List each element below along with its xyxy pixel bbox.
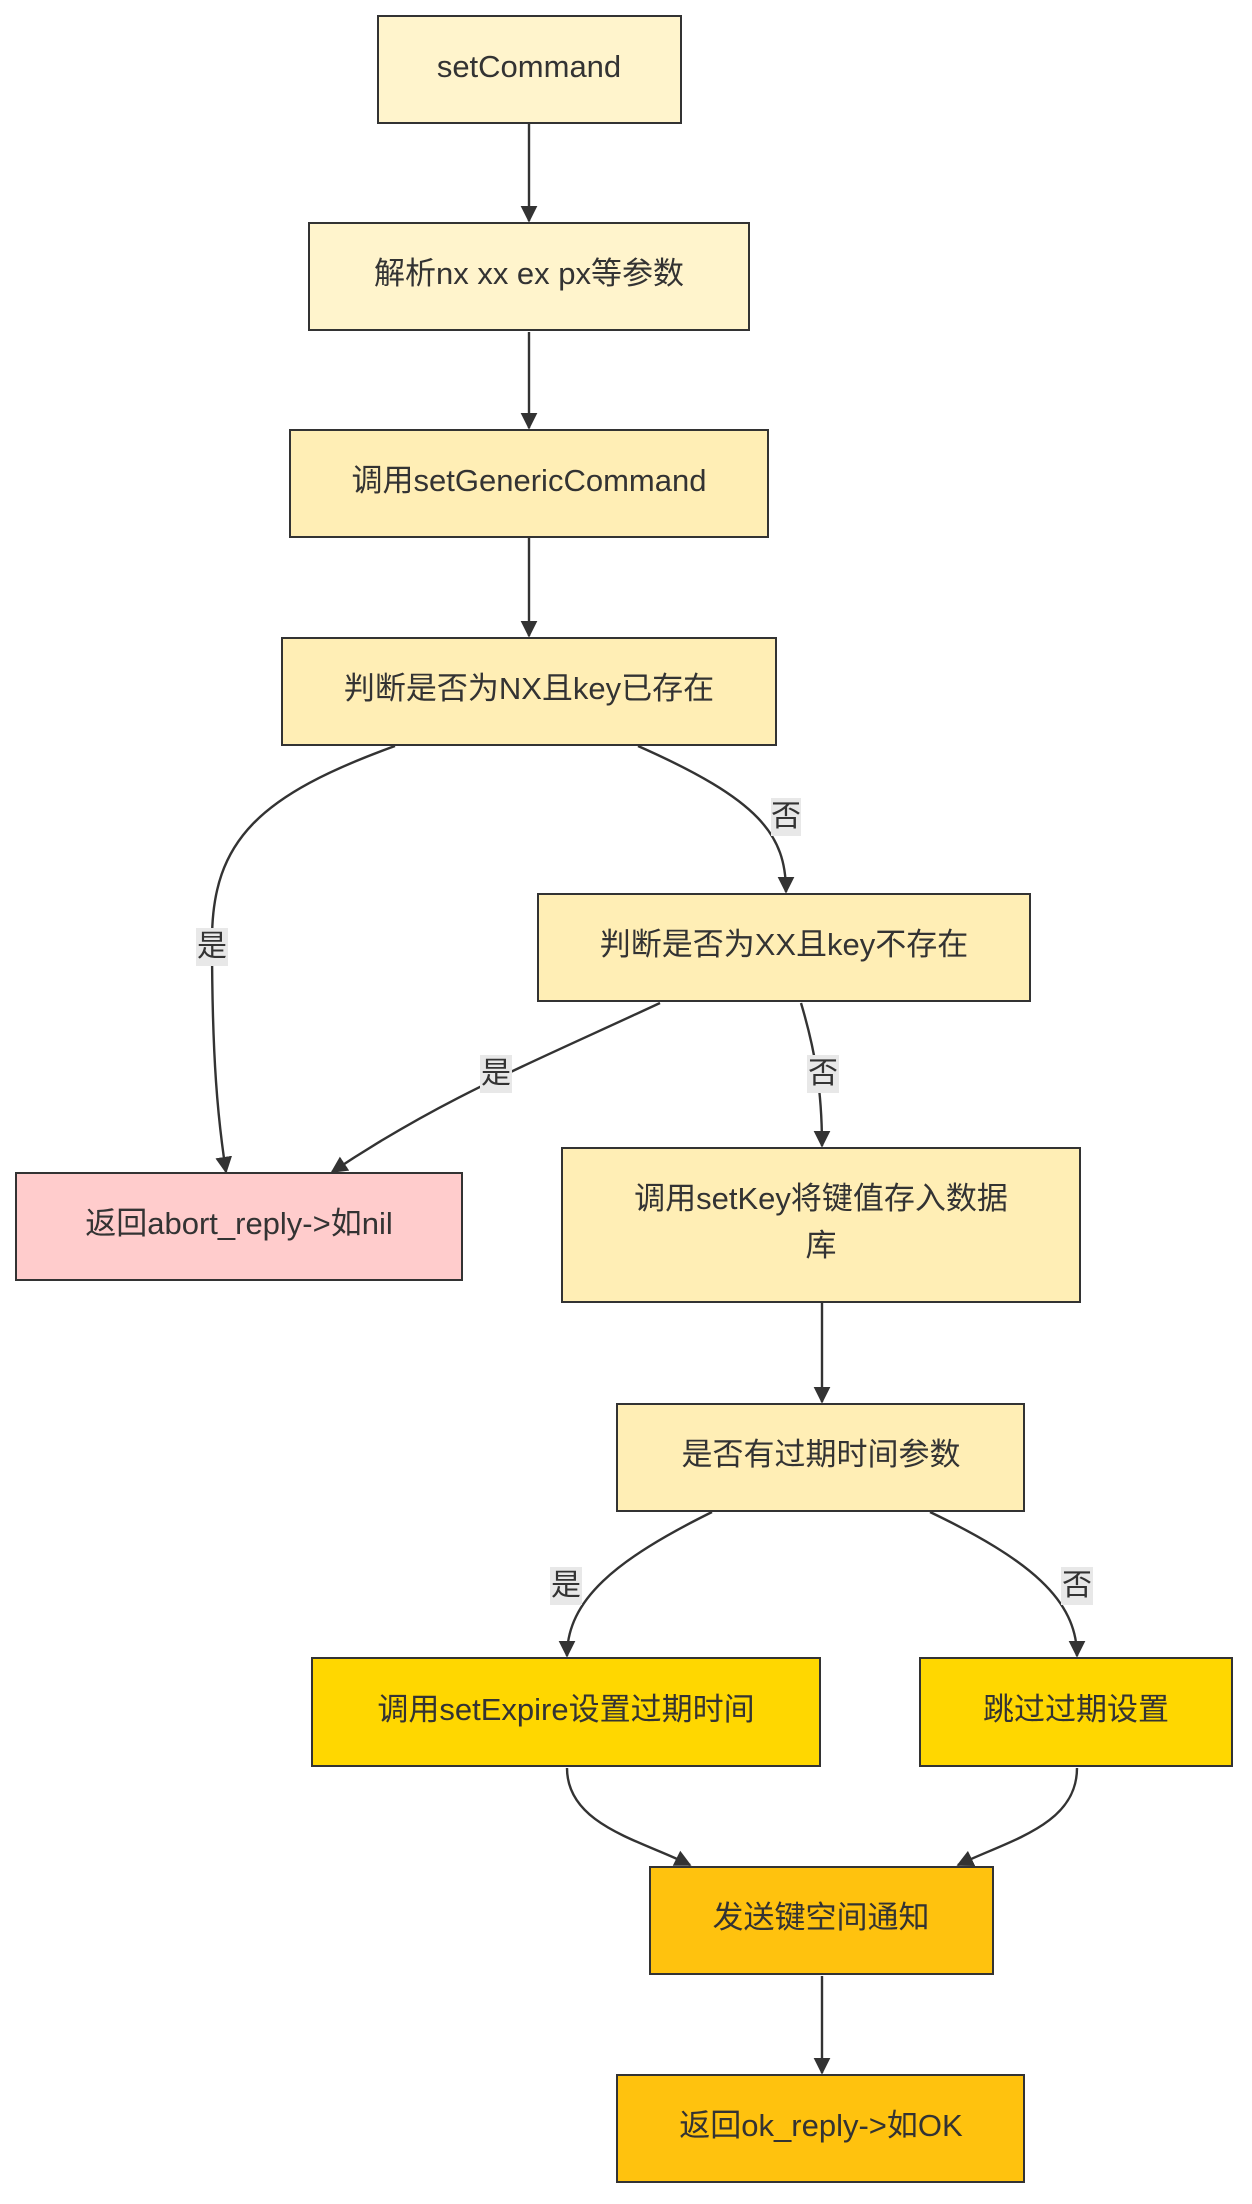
node-check-xx-label: 判断是否为XX且key不存在 <box>600 927 969 962</box>
node-check-nx: 判断是否为NX且key已存在 <box>281 637 777 746</box>
node-set-command: setCommand <box>377 15 682 124</box>
node-call-setexpire-label: 调用setExpire设置过期时间 <box>377 1692 754 1727</box>
edge-skip-to-notify <box>956 1767 1079 1867</box>
node-call-set-generic: 调用setGenericCommand <box>289 429 769 538</box>
node-check-nx-label: 判断是否为NX且key已存在 <box>344 671 714 706</box>
edge-label-expire-no: 否 <box>1062 1569 1092 1602</box>
edge-label-expire-yes: 是 <box>551 1569 581 1602</box>
edge-checknx-yes-to-abort <box>210 744 396 1174</box>
node-return-ok-label: 返回ok_reply->如OK <box>679 2108 963 2143</box>
edge-label-xx-no: 否 <box>808 1057 838 1090</box>
edge-checknx-no-to-checkxx <box>637 744 795 894</box>
node-check-xx: 判断是否为XX且key不存在 <box>537 893 1031 1002</box>
edge-label-nx-no: 否 <box>771 800 801 833</box>
node-set-command-label: setCommand <box>437 49 621 84</box>
node-send-notify: 发送键空间通知 <box>649 1866 994 1975</box>
node-return-abort: 返回abort_reply->如nil <box>15 1172 463 1281</box>
edges <box>210 124 1086 2075</box>
node-call-setkey-label-line1: 调用setKey将键值存入数据 <box>634 1181 1008 1216</box>
node-call-setkey-label-line2: 库 <box>806 1228 837 1263</box>
node-skip-expire: 跳过过期设置 <box>919 1657 1233 1767</box>
node-call-set-generic-label: 调用setGenericCommand <box>352 463 707 498</box>
edge-label-nx-yes: 是 <box>197 930 227 963</box>
node-parse-args: 解析nx xx ex px等参数 <box>308 222 750 331</box>
node-call-setexpire: 调用setExpire设置过期时间 <box>311 1657 821 1767</box>
node-return-ok: 返回ok_reply->如OK <box>616 2074 1025 2183</box>
node-parse-args-label: 解析nx xx ex px等参数 <box>374 256 684 291</box>
node-return-abort-label: 返回abort_reply->如nil <box>85 1206 393 1241</box>
edge-setexpire-to-notify <box>565 1767 692 1867</box>
node-call-setkey: 调用setKey将键值存入数据 库 <box>561 1147 1081 1303</box>
node-has-expire: 是否有过期时间参数 <box>616 1403 1025 1512</box>
node-has-expire-label: 是否有过期时间参数 <box>682 1437 961 1472</box>
node-send-notify-label: 发送键空间通知 <box>713 1900 930 1935</box>
node-skip-expire-label: 跳过过期设置 <box>983 1692 1169 1727</box>
edge-hasexpire-yes-to-setexpire <box>558 1510 713 1658</box>
edge-label-xx-yes: 是 <box>481 1057 511 1090</box>
edge-labels: 否 是 是 否 是 否 <box>196 798 1093 1605</box>
edge-hasexpire-no-to-skip <box>929 1510 1086 1658</box>
